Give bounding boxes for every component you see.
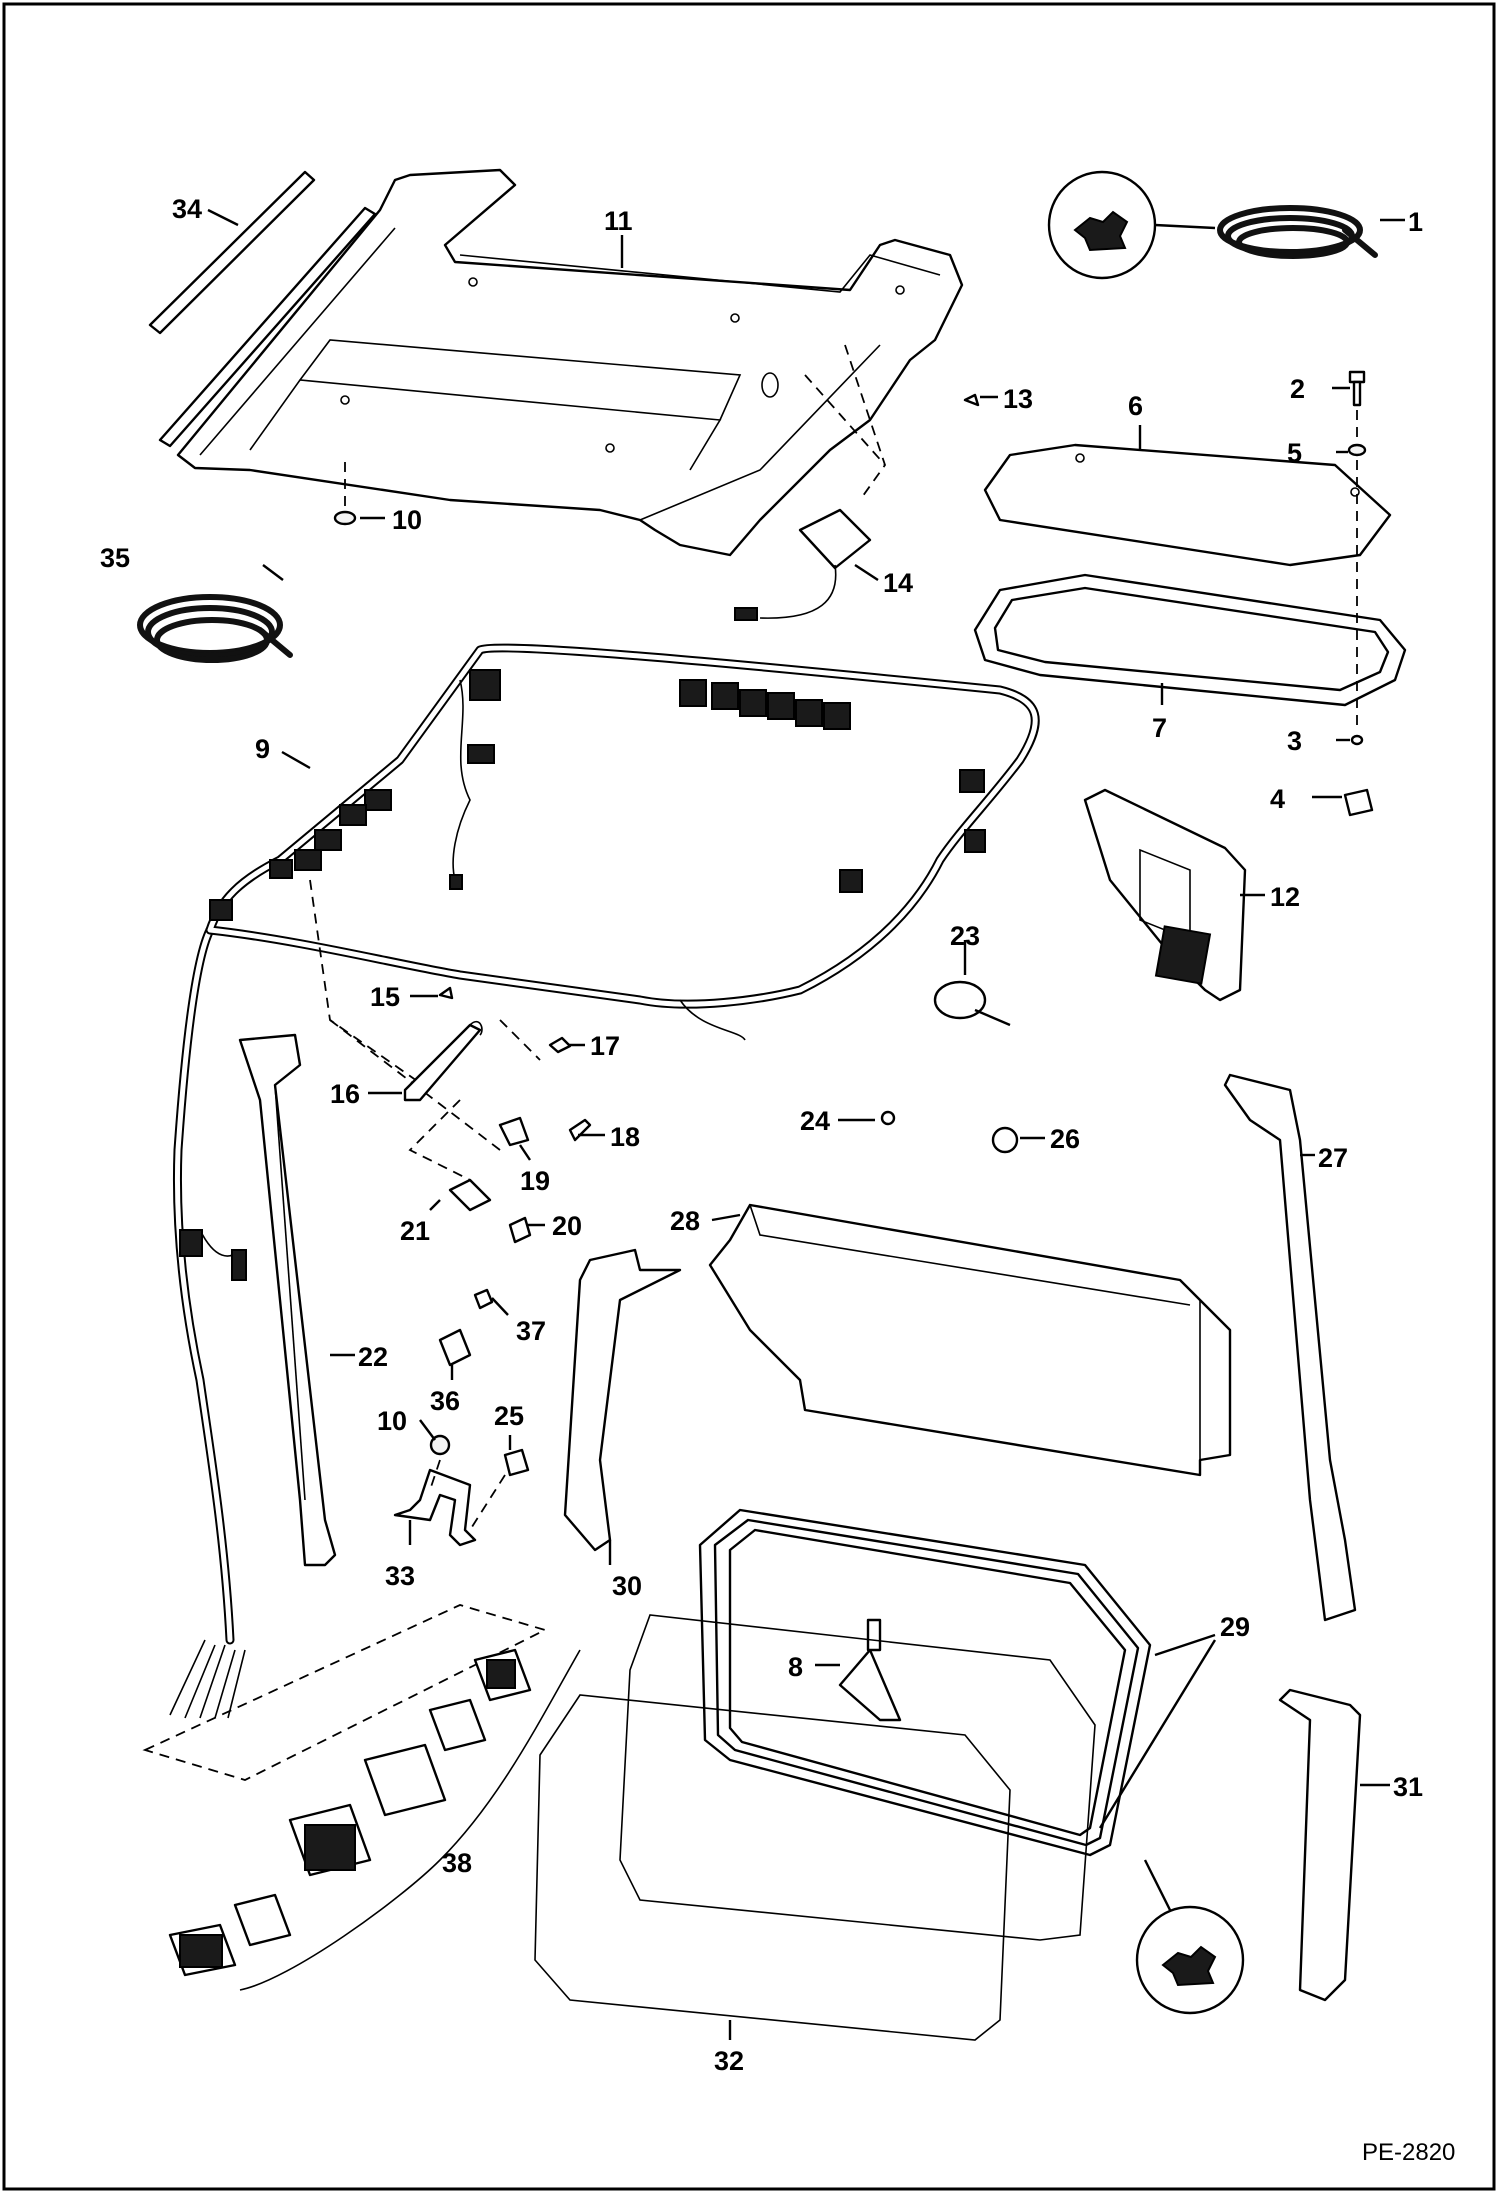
callout-16: 16	[330, 1079, 360, 1109]
rivet-part	[333, 462, 357, 526]
window-glass-part	[534, 1614, 1096, 2041]
wiring-harness-part	[169, 643, 1040, 1719]
clamp-part	[438, 1328, 472, 1367]
callout-5: 5	[1287, 438, 1302, 468]
center-pillar-trim-part	[563, 1248, 682, 1552]
bulb-socket-part	[448, 1178, 532, 1244]
callout-18: 18	[610, 1122, 640, 1152]
callout-23: 23	[950, 921, 980, 951]
callout-34: 34	[172, 194, 202, 224]
knob-part	[1343, 788, 1374, 817]
callout-20: 20	[552, 1211, 582, 1241]
callout-33: 33	[385, 1561, 415, 1591]
callout-31: 31	[1393, 1772, 1423, 1802]
figure-reference: PE-2820	[1362, 2139, 1455, 2166]
cap-part	[991, 1126, 1019, 1154]
display-panel-part	[1083, 788, 1247, 1002]
callout-11: 11	[604, 206, 633, 236]
callout-4: 4	[1270, 784, 1285, 814]
callout-28: 28	[670, 1206, 700, 1236]
handle-part	[838, 1618, 902, 1722]
callout-35: 35	[100, 543, 130, 573]
callout-1: 1	[1408, 207, 1423, 237]
plug-part	[880, 1110, 896, 1126]
seal-coil-part	[1047, 170, 1378, 280]
callout-15: 15	[370, 982, 400, 1012]
callout-38: 38	[442, 1848, 472, 1878]
cover-panel-part	[983, 443, 1392, 567]
callout-3: 3	[1287, 726, 1302, 756]
callout-6: 6	[1128, 391, 1143, 421]
cable-tie-part	[933, 980, 1011, 1027]
callout-14: 14	[883, 568, 913, 598]
screw-part	[1348, 370, 1366, 407]
callout-10-bottom: 10	[377, 1406, 407, 1436]
callout-10-top: 10	[392, 505, 422, 535]
bottom-seal-profile-icon	[1135, 1859, 1245, 2015]
grommet-part	[429, 1434, 451, 1456]
control-module-part	[734, 508, 872, 621]
window-seal-part	[973, 573, 1407, 707]
callout-25: 25	[494, 1401, 524, 1431]
callout-12: 12	[1270, 882, 1300, 912]
callout-2: 2	[1290, 374, 1305, 404]
washer-part	[1347, 443, 1367, 746]
callout-labels: 1 2 3 4 5 6 7 8 9 10 10 11 12 13 14 15 1…	[100, 194, 1423, 2076]
rod-part	[148, 170, 316, 335]
harness-coil-part	[137, 594, 293, 663]
bolt-part	[473, 1288, 494, 1310]
bracket-part	[393, 1459, 506, 1547]
callout-26: 26	[1050, 1124, 1080, 1154]
callout-29: 29	[1220, 1612, 1250, 1642]
light-assembly-part	[403, 986, 592, 1181]
callout-7: 7	[1152, 713, 1167, 743]
callout-8: 8	[788, 1652, 803, 1682]
window-frame-part	[698, 1508, 1152, 1857]
connector-kit-part	[142, 1604, 581, 1991]
callout-27: 27	[1318, 1143, 1348, 1173]
left-pillar-trim-part	[238, 1033, 337, 1567]
clip-part	[963, 393, 980, 407]
headliner-part	[158, 168, 964, 557]
callout-13: 13	[1003, 384, 1033, 414]
callout-22: 22	[358, 1342, 388, 1372]
callout-37: 37	[516, 1316, 546, 1346]
callout-21: 21	[400, 1216, 430, 1246]
right-pillar-trim-part	[1223, 1073, 1357, 1622]
callout-24: 24	[800, 1106, 830, 1136]
callout-9: 9	[255, 734, 270, 764]
lower-right-trim-part	[1278, 1688, 1362, 2002]
callout-19: 19	[520, 1166, 550, 1196]
callout-leaders	[207, 208, 1405, 2040]
callout-32: 32	[714, 2046, 744, 2076]
callout-36: 36	[430, 1386, 460, 1416]
callout-17: 17	[590, 1031, 620, 1061]
callout-30: 30	[612, 1571, 642, 1601]
nut-part	[503, 1448, 530, 1477]
rear-panel-part	[708, 1203, 1232, 1477]
